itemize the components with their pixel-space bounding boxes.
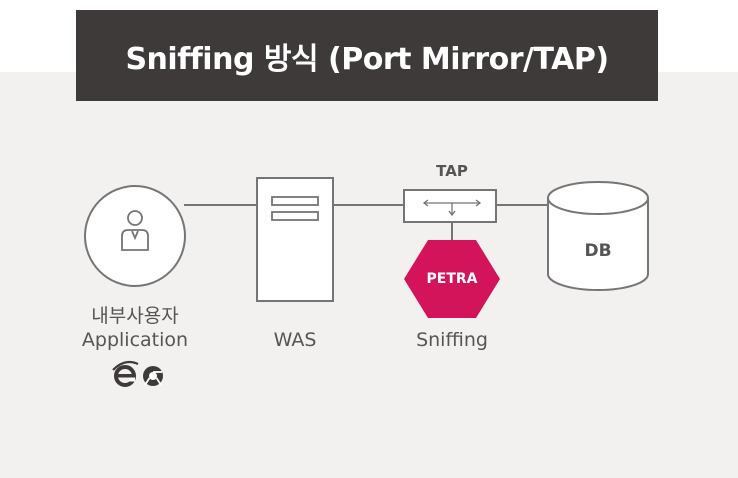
title-banner: Sniffing 방식 (Port Mirror/TAP) (76, 10, 658, 101)
user-icon (121, 210, 149, 251)
tap-node (403, 189, 497, 223)
petra-label: PETRA (426, 271, 478, 287)
client-label-ko: 내부사용자 (91, 305, 179, 327)
page-title: Sniffing 방식 (Port Mirror/TAP) (125, 41, 609, 77)
bidirectional-arrow-icon (422, 199, 482, 217)
sniffing-label: Sniffing (416, 329, 488, 351)
ie-icon (112, 360, 139, 387)
client-label-en: Application (81, 329, 189, 351)
client-node (84, 185, 186, 287)
chrome-icon (143, 366, 163, 386)
db-label: DB (584, 241, 612, 261)
petra-hexagon (404, 240, 500, 318)
was-label: WAS (273, 329, 317, 351)
was-node (256, 177, 334, 302)
tap-label: TAP (436, 162, 468, 180)
db-node (547, 181, 649, 291)
